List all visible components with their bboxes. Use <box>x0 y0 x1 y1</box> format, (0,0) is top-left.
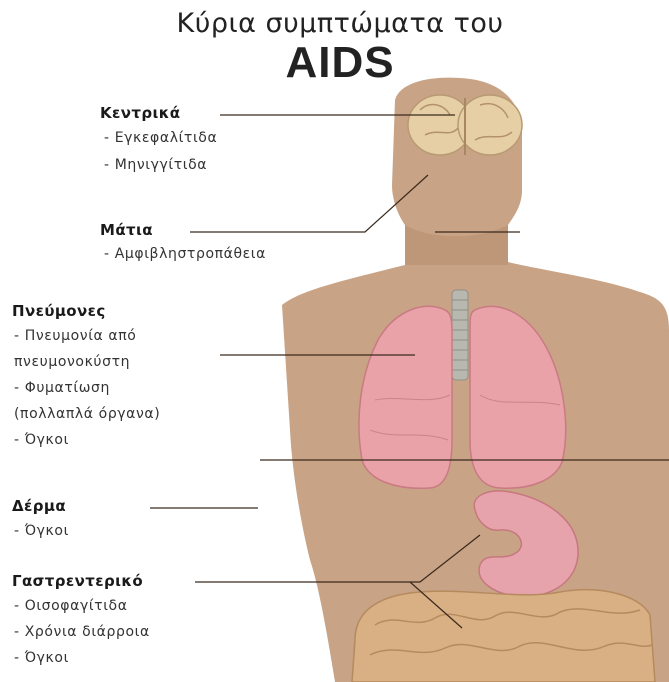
gi-heading: Γαστρεντερικό <box>12 572 143 590</box>
central-item-1: - Εγκεφαλίτιδα <box>104 130 217 146</box>
title-line-1: Κύρια συμπτώματα του <box>150 8 530 39</box>
eyes-heading: Μάτια <box>100 221 153 239</box>
central-item-2: - Μηνιγγίτιδα <box>104 157 207 173</box>
lungs-item-4: (πολλαπλά όργανα) <box>14 406 160 422</box>
lungs-item-5: - Όγκοι <box>14 432 69 448</box>
trachea <box>452 290 468 380</box>
brain <box>408 95 522 155</box>
lungs-item-3: - Φυματίωση <box>14 380 110 396</box>
intestines <box>352 590 655 682</box>
skin-item-1: - Όγκοι <box>14 523 69 539</box>
lungs-item-1: - Πνευμονία από <box>14 328 136 344</box>
central-heading: Κεντρικά <box>100 104 181 122</box>
gi-item-3: - Όγκοι <box>14 650 69 666</box>
gi-item-1: - Οισοφαγίτιδα <box>14 598 128 614</box>
gi-item-2: - Χρόνια διάρροια <box>14 624 150 640</box>
title-line-2: AIDS <box>150 38 530 88</box>
eyes-item-1: - Αμφιβληστροπάθεια <box>104 246 266 262</box>
lungs-heading: Πνεύμονες <box>12 302 106 320</box>
lungs-item-2: πνευμονοκύστη <box>14 354 130 370</box>
skin-heading: Δέρμα <box>12 497 66 515</box>
